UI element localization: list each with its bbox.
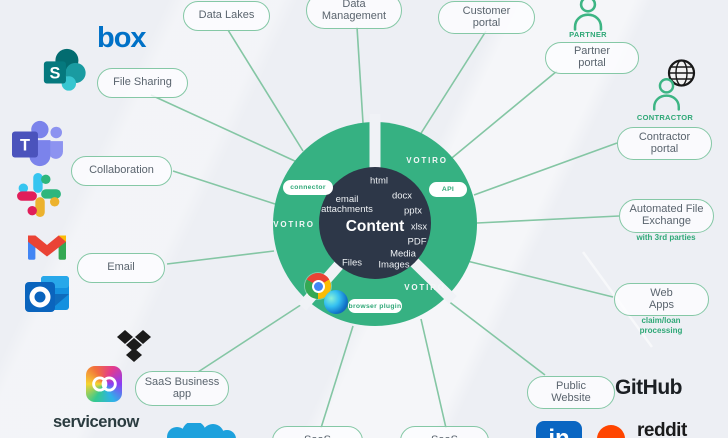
edge-icon [324,290,348,314]
node-contractor-portal: Contractor portal [617,127,712,160]
globe-icon [667,59,696,87]
github-logo: GitHub [615,376,682,399]
contractor-person-icon [653,78,680,111]
hub-center-label: Content [345,218,405,235]
node-customer-portal: Customer portal [438,1,535,34]
node-data-lakes: Data Lakes [183,1,270,31]
web-apps-note: claim/loan processing [639,316,683,335]
chrome-icon-core [313,281,323,291]
node-file-sharing: File Sharing [97,68,188,98]
votiro-wordmark-left: VOTIRO [273,220,315,229]
file-type-images: Images [378,259,410,271]
file-type-pptx: pptx [404,205,422,217]
file-type-xlsx: xlsx [410,221,428,233]
reddit-icon [597,425,625,438]
adobe-cc-rings [92,376,117,392]
node-saas-left: SaaS [272,426,363,438]
node-partner-portal: Partner portal [545,42,639,74]
partner-label: PARTNER [569,30,607,39]
adobe-cc-icon [86,366,122,402]
spoke-lines [150,26,620,429]
node-web-apps: Web Apps [614,283,709,316]
file-type-pdf: PDF [407,236,427,248]
file-type-media: Media [390,248,416,260]
gmail-icon [28,235,66,260]
linkedin-icon: in [536,421,582,438]
salesforce-icon [167,423,236,438]
partner-person-icon [573,0,603,31]
svg-text:T: T [20,137,30,155]
node-email: Email [77,253,165,283]
box-logo: box [97,22,147,54]
node-automated-file-exchange: Automated File Exchange [619,199,714,233]
svg-text:S: S [49,65,60,83]
dropbox-icon [117,330,151,362]
servicenow-logo: servicenow [53,413,139,431]
node-data-management: Data Management [306,0,402,29]
teams-icon: T [12,120,63,167]
node-saas-right: SaaS [400,426,489,438]
node-collaboration: Collaboration [71,156,172,186]
file-type-docx: docx [391,190,413,202]
votiro-wordmark-bottom: VOTIRO [404,283,446,292]
file-type-files: Files [341,257,363,269]
chrome-icon-ring [311,279,325,293]
node-saas-business-app: SaaS Business app [135,371,229,406]
automated-file-exchange-note: with 3rd parties [636,233,696,242]
votiro-wordmark-top: VOTIRO [406,156,448,165]
file-type-email-attachments: email attachments [321,194,373,215]
sharepoint-icon: S [43,48,86,91]
file-type-html: html [370,175,388,187]
slack-icon [17,173,61,217]
api-pill: API [429,182,467,197]
contractor-label: CONTRACTOR [636,113,694,122]
hub-core-circle [319,167,431,279]
browser-plugin-pill: browser plugin [348,299,402,313]
reddit-logo: reddit [637,420,687,438]
connector-pill: connector [283,180,333,195]
outlook-icon [25,276,69,312]
node-public-website: Public Website [527,376,615,409]
